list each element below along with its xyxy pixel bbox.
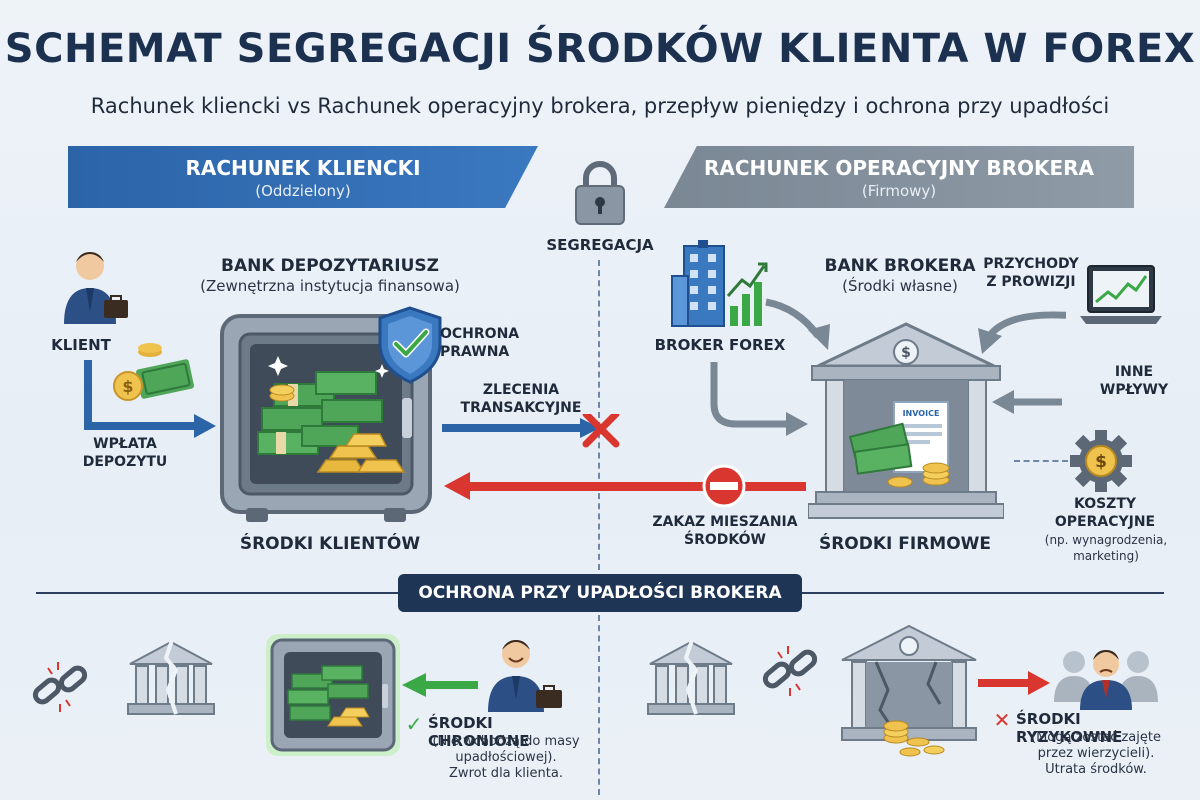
client-account-sub: (Oddzielony) (255, 182, 351, 200)
client-safe-icon (220, 314, 432, 522)
client-account-banner: RACHUNEK KLIENCKI (Oddzielony) (68, 146, 538, 208)
deposit-label-2: DEPOZYTU (82, 454, 168, 470)
orders-label-1: ZLECENIA (482, 382, 560, 398)
costs-label-1: KOSZTY (1073, 496, 1137, 512)
return-arrow-green (402, 673, 478, 697)
protected-title: ŚRODKI CHRONIONE (428, 714, 530, 750)
broken-chain-icon-right (762, 646, 818, 696)
client-account-title: RACHUNEK KLIENCKI (185, 156, 421, 180)
broker-forex-label: BROKER FOREX (654, 336, 786, 354)
cross-icon: ✕ (993, 708, 1011, 732)
laptop-chart-icon (1080, 265, 1162, 324)
deposit-arrow (84, 360, 216, 438)
client-label: KLIENT (51, 336, 111, 354)
bankruptcy-title: OCHRONA PRZY UPADŁOŚCI BROKERA (398, 574, 802, 612)
risky-line-1: (Mogą zostać zajęte (1031, 730, 1161, 745)
legal-protection-2: PRAWNA (440, 344, 510, 360)
segregation-divider (598, 260, 600, 570)
bank-dollar: $ (901, 345, 911, 361)
broker-bank-sub: (Środki własne) (842, 277, 958, 295)
orders-blocked-arrow (442, 414, 620, 448)
client-person-icon (64, 252, 128, 324)
section-line-left (36, 592, 398, 594)
risky-line-2: przez wierzycieli). (1037, 746, 1155, 761)
no-mixing-arrow (444, 464, 806, 508)
legal-protection-1: OCHRONA (440, 326, 520, 342)
deposit-label-1: WPŁATA (93, 436, 157, 452)
broker-account-title: RACHUNEK OPERACYJNY BROKERA (703, 156, 1095, 180)
revenue-label-2: Z PROWIZJI (986, 274, 1076, 290)
depositary-bank-title: BANK DEPOZYTARIUSZ (221, 256, 439, 276)
costs-note-1: (np. wynagrodzenia, (1044, 533, 1168, 547)
check-icon: ✓ (405, 712, 423, 736)
invoice-text: INVOICE (903, 409, 940, 418)
broken-bank-icon-left (127, 639, 215, 715)
depositary-bank-sub: (Zewnętrzna instytucja finansowa) (200, 277, 460, 295)
broken-bank-icon-right (647, 639, 735, 715)
revenue-label-1: PRZYCHODY (983, 256, 1079, 272)
orders-label-2: TRANSAKCYJNE (460, 400, 582, 416)
happy-client-icon (488, 640, 562, 712)
firm-funds-label: ŚRODKI FIRMOWE (818, 534, 992, 554)
gear-dollar-icon: $ (1070, 430, 1132, 492)
bankruptcy-divider (598, 615, 600, 795)
risky-title: ŚRODKI RYZYKOWNE (1016, 710, 1123, 746)
other-income-2: WPŁYWY (1099, 382, 1169, 398)
costs-label-2: OPERACYJNE (1054, 514, 1156, 530)
page-subtitle: Rachunek kliencki vs Rachunek operacyjny… (90, 94, 1110, 118)
income-arrows (710, 298, 1066, 436)
gear-dollar-sign: $ (1095, 452, 1107, 472)
protected-line-3: Zwrot dla klienta. (449, 766, 563, 781)
broken-chain-icon (32, 662, 88, 712)
no-mixing-label-2: ŚRODKÓW (684, 532, 766, 548)
protected-line-2: upadłościowej). (455, 750, 557, 765)
section-line-right (802, 592, 1164, 594)
protected-safe-icon (266, 634, 400, 756)
padlock-icon (575, 161, 625, 225)
risky-line-3: Utrata środków. (1045, 762, 1147, 777)
broker-bank-icon: $ INVOICE (808, 322, 1004, 519)
broker-account-banner: RACHUNEK OPERACYJNY BROKERA (Firmowy) (664, 146, 1134, 208)
collapsed-bank-icon (841, 624, 977, 757)
protected-line-1: (Nie wchodzą do masy (432, 734, 580, 749)
costs-note-2: marketing) (1073, 549, 1139, 563)
loss-arrow-red (978, 671, 1050, 695)
other-income-1: INNE (1114, 364, 1154, 380)
coin-dollar: $ (122, 377, 133, 396)
costs-dash (1014, 460, 1068, 462)
cash-coins-icon: $ (113, 343, 194, 401)
broker-building-icon (671, 240, 768, 327)
no-mixing-label-1: ZAKAZ MIESZANIA (652, 514, 798, 530)
shield-check-icon (378, 306, 442, 384)
segregation-label: SEGREGACJA (546, 236, 654, 254)
client-funds-label: ŚRODKI KLIENTÓW (239, 534, 421, 554)
broker-account-sub: (Firmowy) (861, 182, 937, 200)
page-title: SCHEMAT SEGREGACJI ŚRODKÓW KLIENTA W FOR… (4, 26, 1196, 72)
creditors-icon (1054, 650, 1158, 710)
broker-bank-title: BANK BROKERA (824, 256, 976, 276)
